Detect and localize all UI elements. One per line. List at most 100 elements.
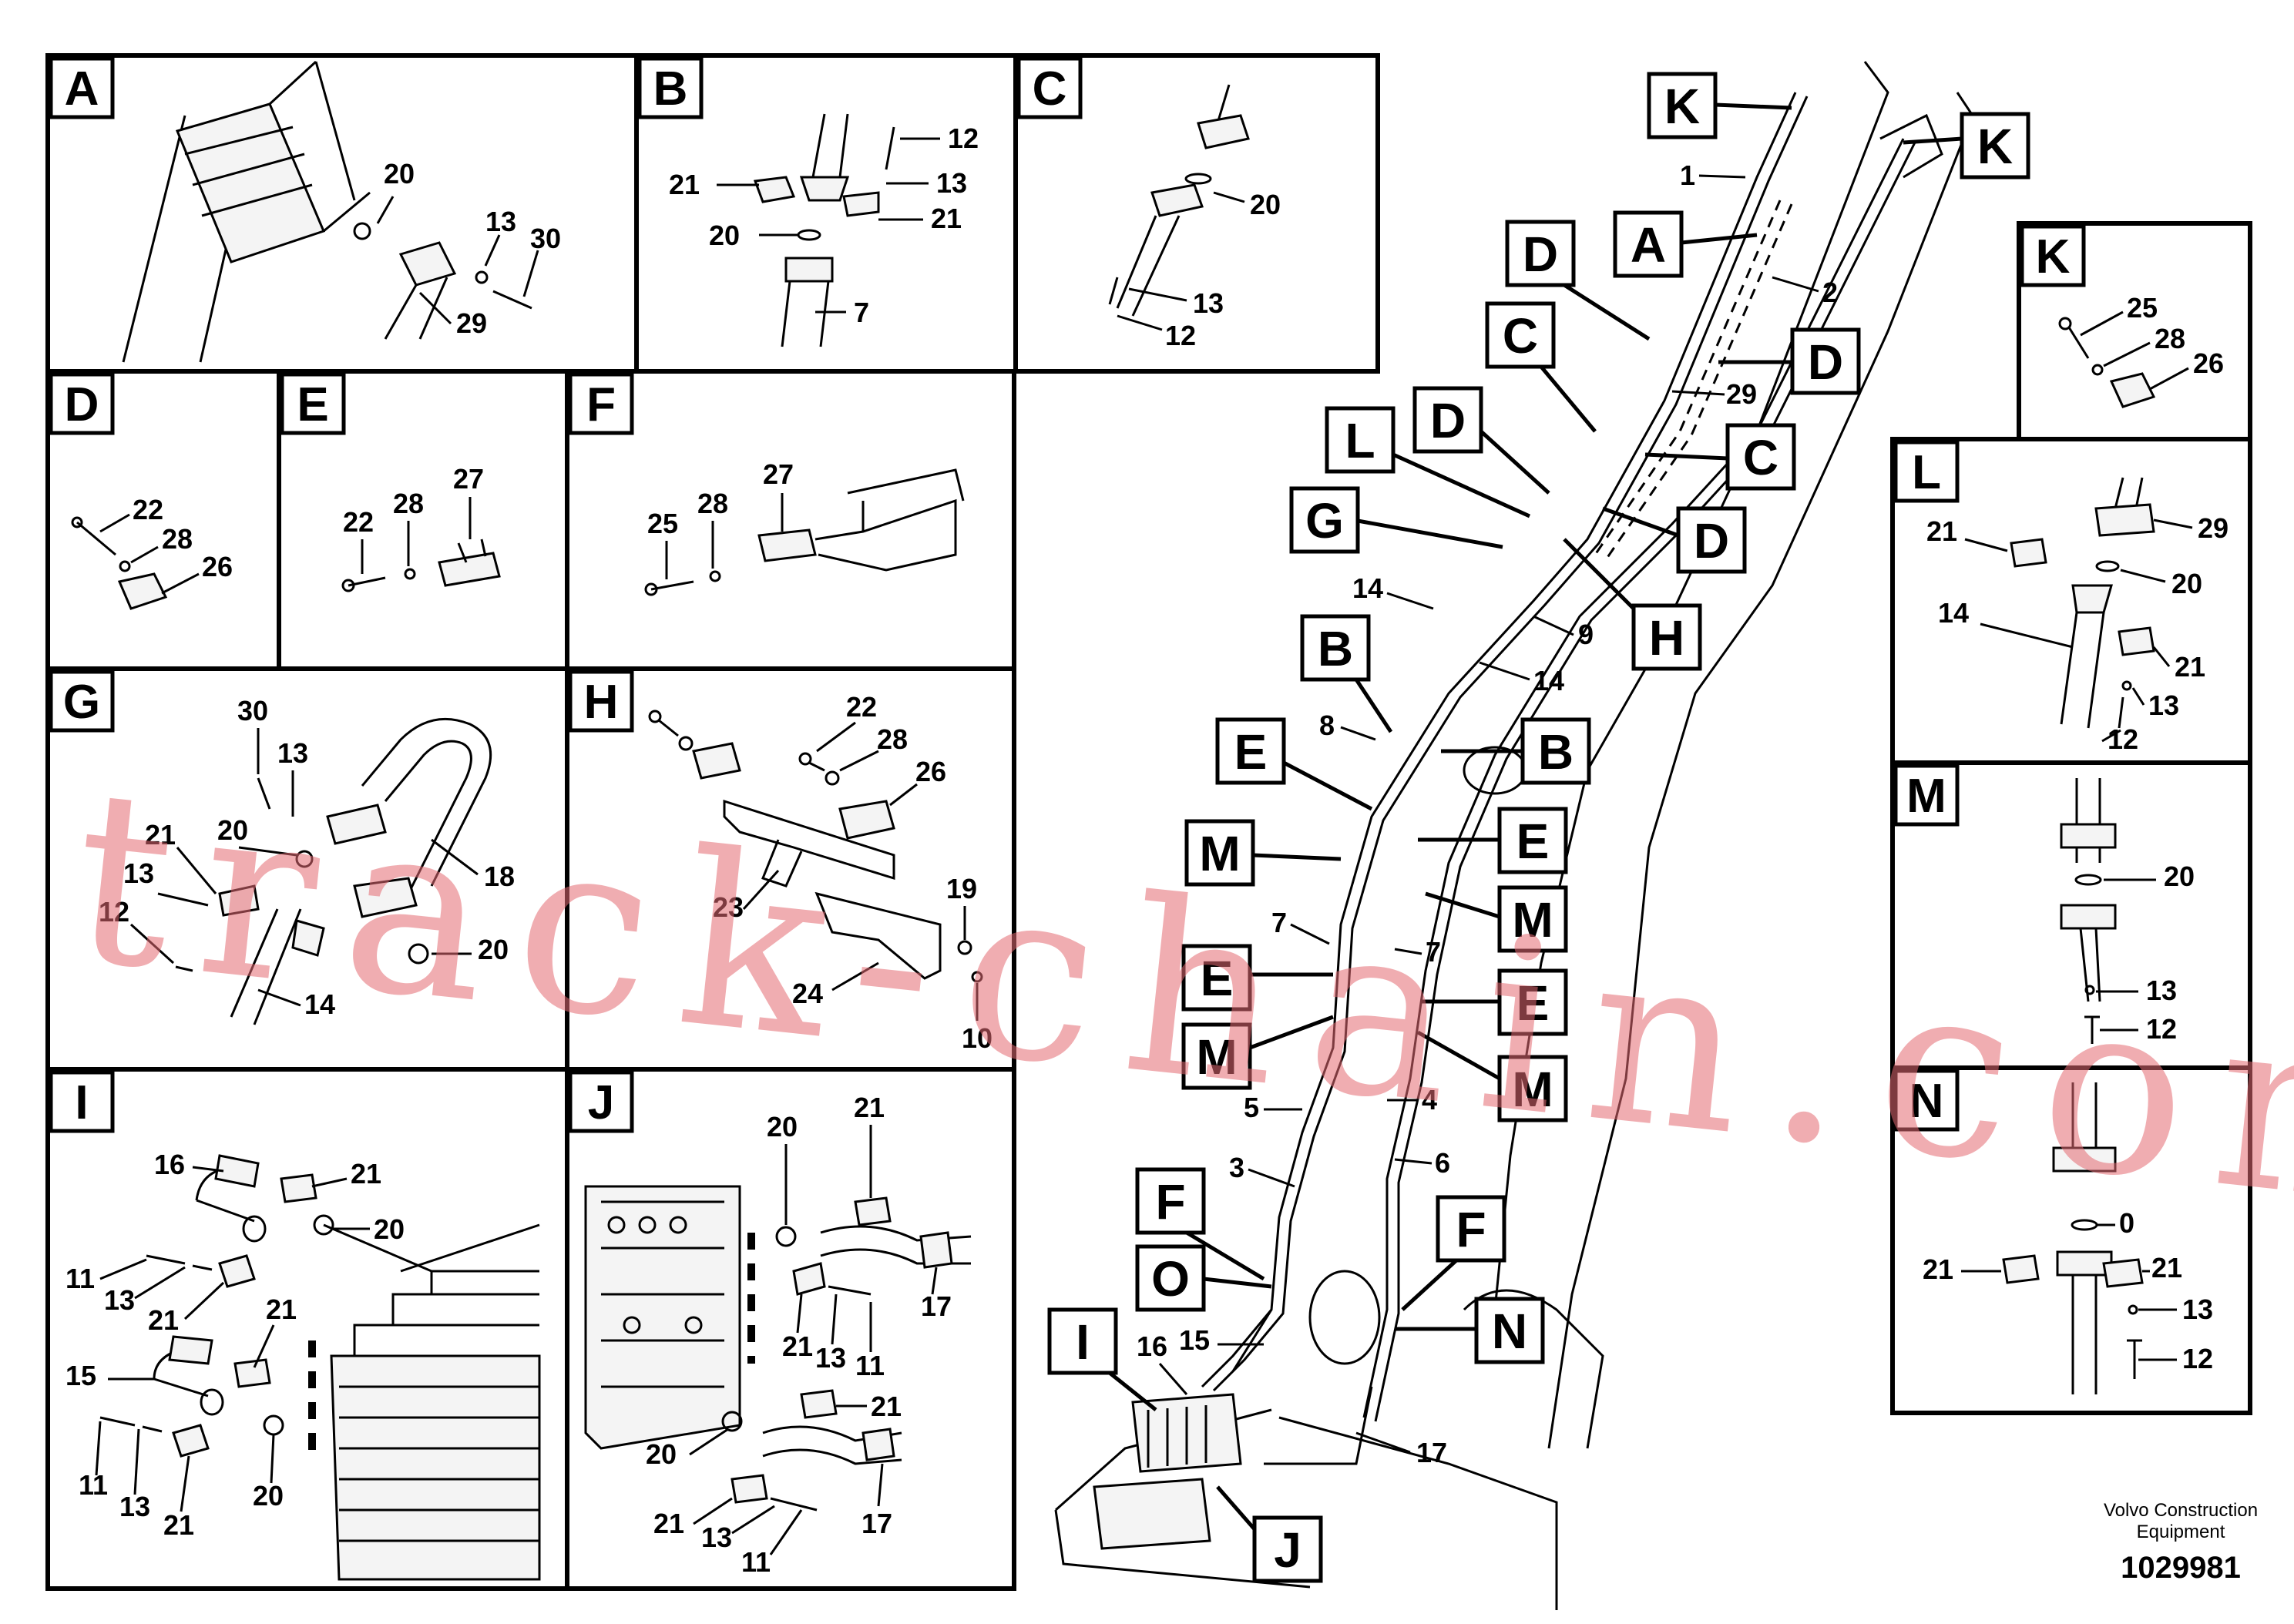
panel-d-num-22: 22: [133, 494, 163, 525]
main-num-7: 7: [1271, 907, 1287, 938]
callout-d-4: D: [1694, 513, 1729, 569]
main-num-9: 9: [1578, 619, 1594, 650]
callout-k-left: K: [1664, 79, 1700, 134]
panel-c-letter: C: [1033, 62, 1067, 116]
panel-d-num-28: 28: [162, 523, 193, 555]
main-num-16: 16: [1137, 1330, 1167, 1362]
panel-d-drawing: 22 28 26: [71, 494, 233, 610]
panel-n-num-12: 12: [2182, 1343, 2213, 1374]
callout-n: N: [1492, 1304, 1527, 1359]
panel-h-num-19: 19: [946, 873, 977, 904]
main-num-1: 1: [1680, 159, 1695, 191]
panel-g-num-20: 20: [217, 814, 248, 846]
panel-g-num-30: 30: [237, 695, 268, 726]
main-num-8: 8: [1319, 710, 1335, 741]
panel-b-letter: B: [653, 62, 688, 116]
callout-f-1: F: [1155, 1174, 1185, 1230]
panel-n-letter: N: [1909, 1075, 1944, 1128]
panel-f-drawing: 27 25 28: [644, 458, 965, 596]
panel-f-num-25: 25: [647, 508, 678, 539]
main-num-14-mid: 14: [1533, 665, 1564, 696]
panel-i-num-21-upper: 21: [266, 1293, 297, 1325]
callout-e-2: E: [1516, 814, 1550, 869]
panel-i-letter: I: [75, 1076, 88, 1129]
callout-k-right: K: [1977, 119, 2013, 174]
panel-j-num-20-lower: 20: [646, 1438, 677, 1470]
panel-b-num-21-right: 21: [931, 203, 962, 234]
main-num-17: 17: [1416, 1437, 1447, 1468]
panel-k-drawing: 25 28 26: [2058, 292, 2224, 408]
panel-h-num-26: 26: [915, 756, 946, 787]
panel-h-num-24: 24: [792, 978, 823, 1009]
panel-e-letter: E: [297, 378, 328, 431]
panel-a-drawing: 20 13 30 29: [122, 60, 561, 363]
panel-l-letter: L: [1912, 446, 1941, 499]
panel-m-letter: M: [1906, 770, 1946, 823]
callout-o: O: [1151, 1251, 1190, 1307]
callout-l: L: [1345, 413, 1375, 468]
main-num-2: 2: [1822, 277, 1838, 308]
panel-h-num-28: 28: [877, 723, 908, 755]
panel-l-num-12: 12: [2108, 723, 2138, 755]
panel-g-num-20-right: 20: [478, 934, 509, 965]
panel-k-num-28: 28: [2155, 323, 2185, 354]
callout-a: A: [1631, 217, 1666, 273]
callout-m-3: M: [1196, 1029, 1237, 1085]
main-num-15: 15: [1179, 1324, 1210, 1356]
panel-k-num-26: 26: [2193, 347, 2224, 379]
panel-j-num-21: 21: [854, 1092, 885, 1123]
callout-d-3: D: [1430, 393, 1466, 448]
callout-j: J: [1274, 1522, 1302, 1578]
panel-j-drawing: 21 20 17 21 13 11 21 20 21 13 11 17: [584, 1092, 972, 1578]
panel-m-num-12: 12: [2146, 1013, 2177, 1045]
callout-e-3: E: [1201, 951, 1234, 1006]
panel-i-num-15: 15: [65, 1360, 96, 1391]
callout-b-1: B: [1318, 621, 1353, 676]
callout-m-2: M: [1512, 892, 1553, 948]
callout-m-4: M: [1512, 1062, 1553, 1117]
panel-j-num-21-lower: 21: [871, 1391, 902, 1422]
panel-j-num-21-mid: 21: [782, 1330, 813, 1362]
panel-i-num-13-lower: 13: [119, 1491, 150, 1522]
callout-b-2: B: [1538, 724, 1574, 780]
panel-b-num-7: 7: [854, 297, 869, 328]
callout-c-2: C: [1743, 430, 1778, 485]
footer-brand-line2: Equipment: [2137, 1522, 2225, 1542]
callout-m-1: M: [1199, 826, 1240, 881]
callout-c-1: C: [1503, 308, 1538, 364]
footer: Volvo Construction Equipment 1029981: [2104, 1500, 2258, 1585]
panel-i-num-11-lower: 11: [79, 1469, 108, 1501]
panel-l-num-20: 20: [2171, 568, 2202, 599]
main-part-numbers: 1 2 29 14 9 14 8 7 7 5 4 3 6 16: [1137, 159, 1838, 1468]
panel-c-num-13: 13: [1193, 287, 1224, 319]
panel-g-drawing: 30 13 21 20 13 12 18 20 14: [99, 695, 515, 1025]
panel-j-num-20: 20: [767, 1111, 798, 1143]
panel-h-frame: [565, 666, 1016, 1072]
panel-l-num-29: 29: [2198, 512, 2229, 544]
panel-c-num-20: 20: [1250, 189, 1281, 220]
panel-i-num-20-lower: 20: [253, 1480, 284, 1512]
panel-b-num-21: 21: [669, 169, 700, 200]
panel-n-num-0: 0: [2119, 1207, 2134, 1239]
panel-g-num-21: 21: [145, 819, 176, 851]
footer-brand-line1: Volvo Construction: [2104, 1500, 2258, 1521]
panel-e-num-28: 28: [393, 488, 424, 519]
panel-e-drawing: 27 22 28: [341, 463, 501, 592]
panel-g-letter: G: [63, 676, 100, 729]
panel-g-num-14: 14: [304, 988, 335, 1020]
panel-m-num-13: 13: [2146, 975, 2177, 1006]
panel-f-num-28: 28: [697, 488, 728, 519]
panel-i-num-21-mid: 21: [148, 1304, 179, 1336]
panel-e-num-22: 22: [343, 506, 374, 538]
panel-h-num-22: 22: [846, 691, 877, 723]
callout-i: I: [1076, 1314, 1090, 1370]
panel-a-num-13: 13: [485, 206, 516, 237]
panel-g-num-13: 13: [277, 737, 308, 769]
panel-k-letter: K: [2036, 230, 2071, 284]
panel-f-frame: [565, 369, 1016, 671]
panel-l-drawing: 29 21 20 14 21 13 12: [1926, 477, 2229, 755]
panel-i-num-13: 13: [104, 1284, 135, 1316]
panel-h-num-10: 10: [962, 1022, 992, 1054]
panel-j-num-17-lower: 17: [862, 1508, 892, 1539]
